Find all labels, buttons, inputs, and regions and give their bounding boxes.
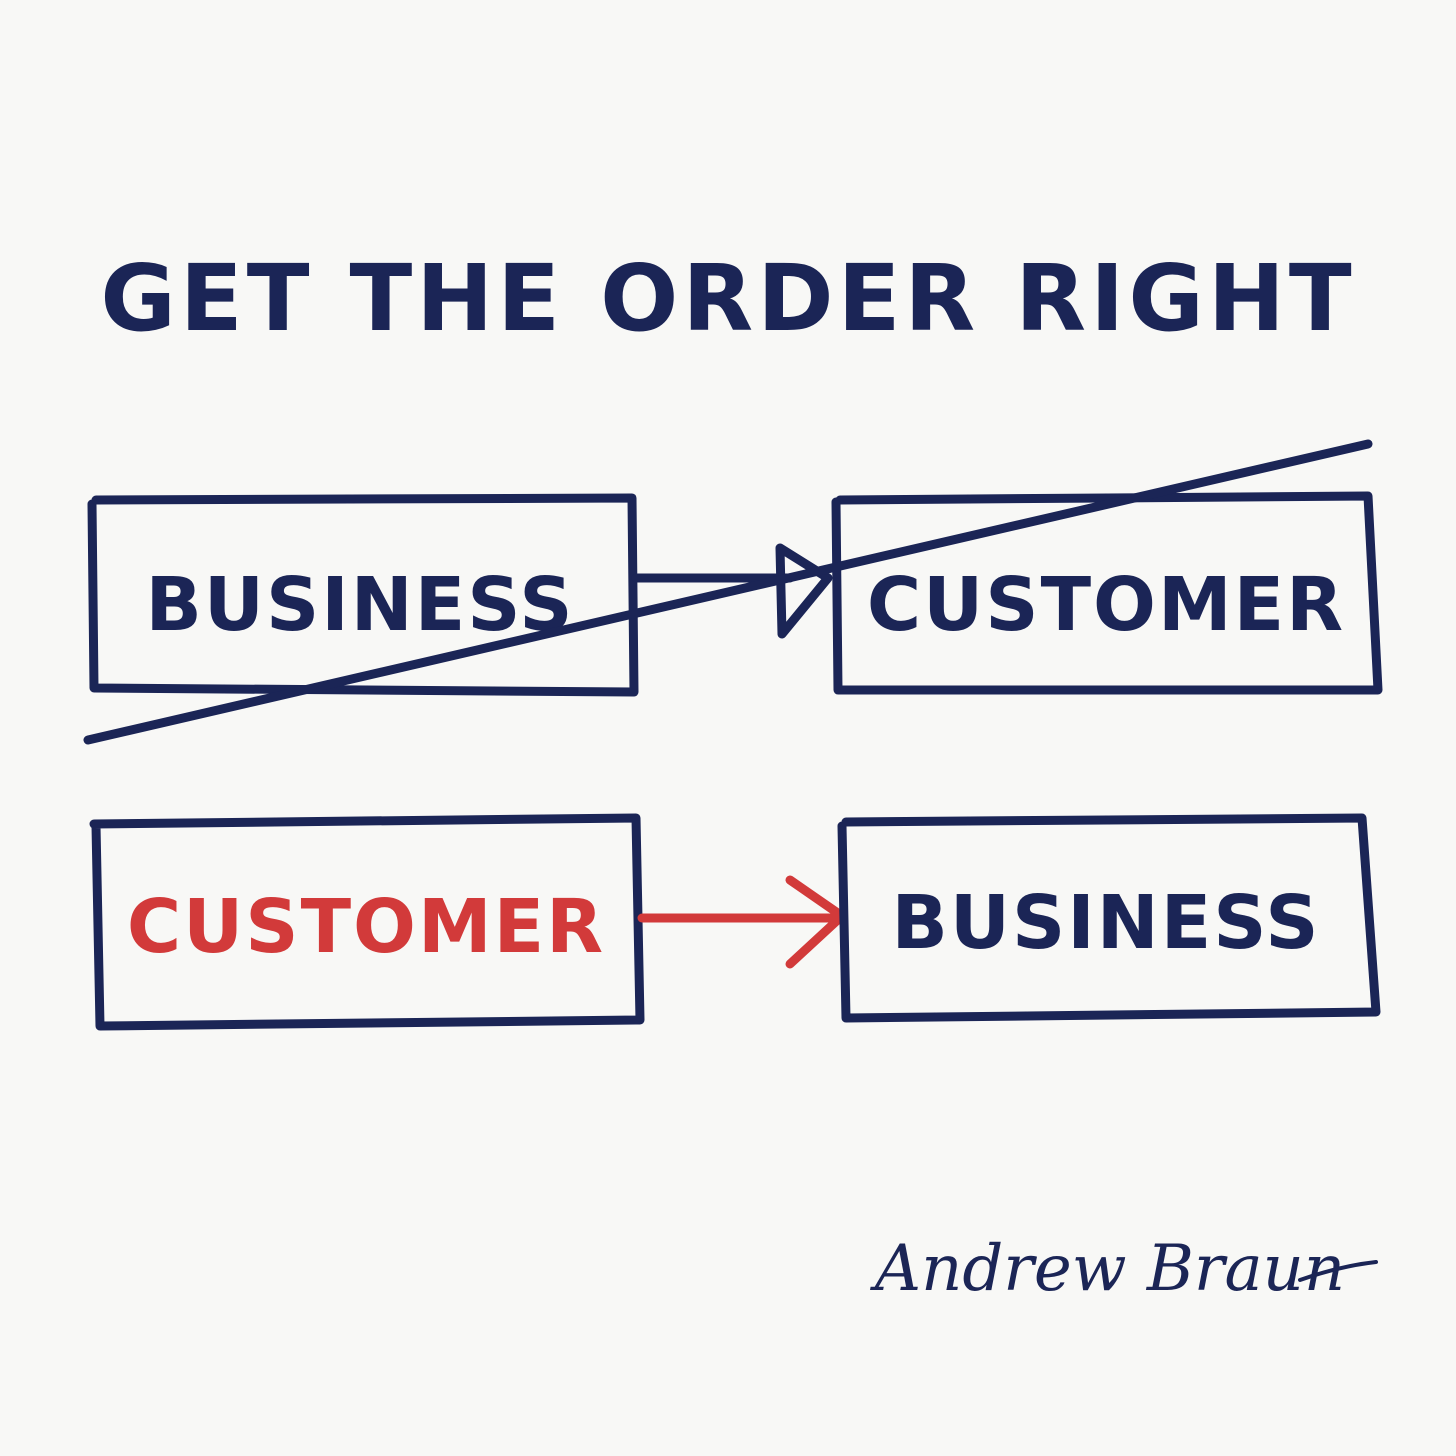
box-customer-bottom-label: CUSTOMER — [127, 884, 605, 970]
row-wrong-order: BUSINESS CUSTOMER — [83, 439, 1383, 745]
box-customer-bottom — [89, 813, 645, 1031]
arrow-head-business-to-customer — [775, 543, 833, 639]
signature-flourish — [1298, 1260, 1378, 1282]
box-customer-top — [831, 491, 1383, 695]
signature: Andrew Braun — [870, 1232, 1345, 1306]
box-business-top — [87, 493, 639, 697]
box-business-bottom — [837, 813, 1381, 1023]
page-title: GET THE ORDER RIGHT — [100, 245, 1355, 352]
box-business-top-label: BUSINESS — [145, 562, 574, 648]
box-customer-top-label: CUSTOMER — [867, 562, 1345, 648]
cross-out-line — [83, 439, 1373, 745]
row-right-order: CUSTOMER BUSINESS — [89, 813, 1381, 1031]
box-business-bottom-label: BUSINESS — [891, 880, 1320, 966]
